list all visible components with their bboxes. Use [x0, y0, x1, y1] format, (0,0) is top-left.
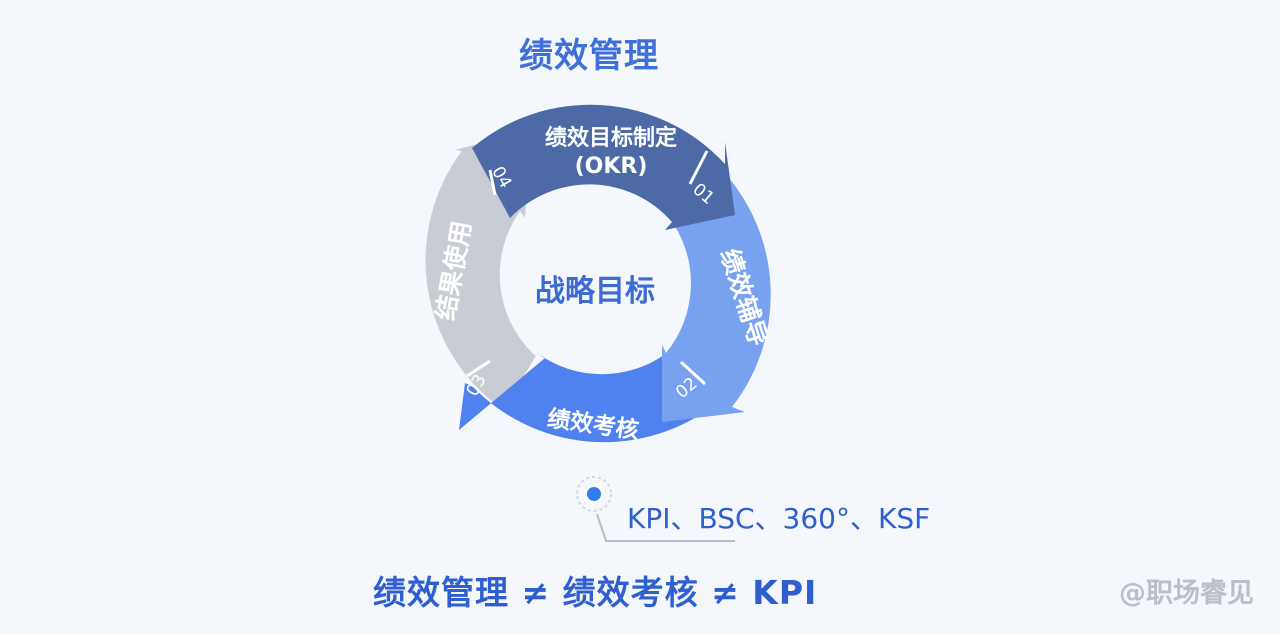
callout-leader-line [596, 513, 735, 542]
stage-02-arc [662, 160, 771, 422]
stage-01-arc [472, 104, 735, 230]
center-label: 战略目标 [535, 274, 655, 309]
callout-text: KPI、BSC、360°、KSF [627, 502, 930, 535]
stage-01-sublabel: (OKR) [575, 154, 648, 179]
stage-03-arc [459, 353, 709, 443]
callout-marker-ring [576, 476, 612, 512]
stage-01-label: 绩效目标制定 [545, 125, 677, 151]
watermark: @职场睿见 [1119, 578, 1254, 609]
diagram-title: 绩效管理 [519, 36, 659, 76]
formula-text: 绩效管理 ≠ 绩效考核 ≠ KPI [373, 573, 818, 612]
callout-marker-dot [587, 487, 601, 501]
